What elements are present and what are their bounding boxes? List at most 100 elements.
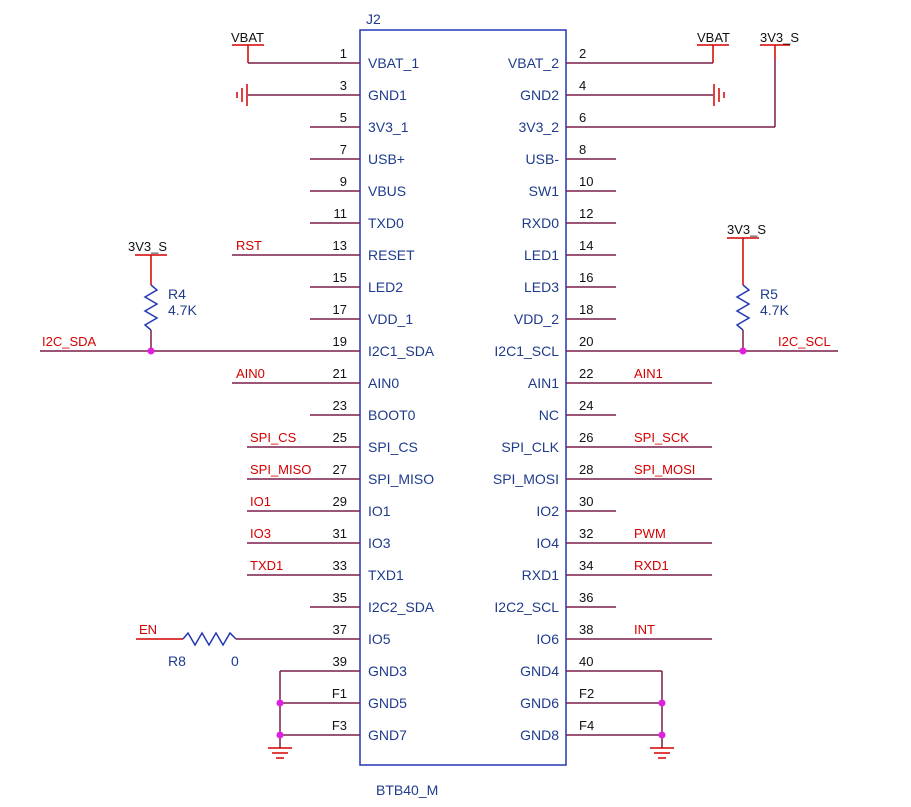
pin-number-left: 5 <box>340 110 347 125</box>
pin-name-left: GND7 <box>368 727 407 743</box>
io1-net-label: IO1 <box>250 494 271 509</box>
pin-number-right: 10 <box>579 174 593 189</box>
pin-number-left: 7 <box>340 142 347 157</box>
spi-sck-net-label: SPI_SCK <box>634 430 689 445</box>
pin-number-right: 22 <box>579 366 593 381</box>
pin-number-left: 27 <box>333 462 347 477</box>
vbat-right-symbol <box>616 44 729 64</box>
ain0-net-label: AIN0 <box>236 366 265 381</box>
ground-tie-right <box>616 670 663 748</box>
pin-name-right: RXD1 <box>522 567 560 583</box>
pin-name-right: SPI_CLK <box>501 439 559 455</box>
pin-number-right: 40 <box>579 654 593 669</box>
pin-name-left: USB+ <box>368 151 405 167</box>
r4-3v3s-label: 3V3_S <box>128 239 167 254</box>
pin-number-left: 1 <box>340 46 347 61</box>
pin-number-left: 29 <box>333 494 347 509</box>
ground-tie-right-junction-1 <box>658 699 666 707</box>
pin-number-right: 26 <box>579 430 593 445</box>
io3-net-label: IO3 <box>250 526 271 541</box>
pin-number-left: 25 <box>333 430 347 445</box>
pin-name-right: GND4 <box>520 663 559 679</box>
pin-name-right: VDD_2 <box>514 311 559 327</box>
pin-name-right: LED1 <box>524 247 559 263</box>
pin-number-right: 12 <box>579 206 593 221</box>
pin-number-right: 6 <box>579 110 586 125</box>
pin-name-left: GND1 <box>368 87 407 103</box>
ain1-net-label: AIN1 <box>634 366 663 381</box>
r4-pullup <box>135 254 167 351</box>
i2c-sda-net-label: I2C_SDA <box>42 334 97 349</box>
i2c-sda-junction <box>147 347 155 355</box>
pin-name-left: IO5 <box>368 631 391 647</box>
r5-3v3s-label: 3V3_S <box>727 222 766 237</box>
en-net-label: EN <box>139 622 157 637</box>
r5-resistor-icon <box>735 284 751 331</box>
rst-net-label: RST <box>236 238 262 253</box>
connector-designator: J2 <box>366 11 381 27</box>
i2c-scl-net-label: I2C_SCL <box>778 334 831 349</box>
pin-number-left: 13 <box>333 238 347 253</box>
pwm-net-label: PWM <box>634 526 666 541</box>
pin-number-left: 9 <box>340 174 347 189</box>
vbat-left-label: VBAT <box>231 30 264 45</box>
r5-value: 4.7K <box>760 302 789 318</box>
i2c-scl-junction <box>739 347 747 355</box>
pin-name-left: GND5 <box>368 695 407 711</box>
pin-name-right: NC <box>539 407 559 423</box>
connector-part: BTB40_M <box>376 782 438 798</box>
pin-number-right: 28 <box>579 462 593 477</box>
r8-series <box>136 631 310 647</box>
pin-name-right: IO2 <box>536 503 559 519</box>
pin-number-left: F3 <box>332 718 347 733</box>
pin-name-left: BOOT0 <box>368 407 416 423</box>
pin-name-left: TXD0 <box>368 215 404 231</box>
pin-number-right: 34 <box>579 558 593 573</box>
spi-mosi-net-label: SPI_MOSI <box>634 462 695 477</box>
pin-number-left: 33 <box>333 558 347 573</box>
ground-right-icon <box>616 84 725 106</box>
r5-pullup <box>727 237 759 351</box>
r4-ref: R4 <box>168 286 186 302</box>
spi-cs-net-label: SPI_CS <box>250 430 297 445</box>
pin-number-left: 31 <box>333 526 347 541</box>
r4-value: 4.7K <box>168 302 197 318</box>
v3s-right-symbol <box>616 44 790 128</box>
pin-name-left: RESET <box>368 247 415 263</box>
pin-number-right: 30 <box>579 494 593 509</box>
pin-number-left: F1 <box>332 686 347 701</box>
ground-bottom-left-icon <box>268 747 292 759</box>
pin-number-right: F2 <box>579 686 594 701</box>
v3s-right-label: 3V3_S <box>760 30 799 45</box>
vbat-right-label: VBAT <box>697 30 730 45</box>
connector-body <box>359 29 567 766</box>
pin-number-right: 16 <box>579 270 593 285</box>
pin-number-left: 3 <box>340 78 347 93</box>
right-signal-wires <box>616 382 712 640</box>
pin-name-right: SPI_MOSI <box>493 471 559 487</box>
pin-number-right: 20 <box>579 334 593 349</box>
pin-number-right: 18 <box>579 302 593 317</box>
pin-name-right: VBAT_2 <box>508 55 559 71</box>
pin-number-left: 39 <box>333 654 347 669</box>
pin-name-left: SPI_CS <box>368 439 418 455</box>
pin-number-left: 23 <box>333 398 347 413</box>
pin-name-right: USB- <box>526 151 560 167</box>
pin-name-left: SPI_MISO <box>368 471 434 487</box>
ground-tie-right-junction-2 <box>658 731 666 739</box>
spi-miso-net-label: SPI_MISO <box>250 462 311 477</box>
pin-name-left: 3V3_1 <box>368 119 409 135</box>
pin-number-left: 21 <box>333 366 347 381</box>
pin-number-left: 35 <box>333 590 347 605</box>
pin-number-right: F4 <box>579 718 594 733</box>
pin-name-left: IO1 <box>368 503 391 519</box>
r4-resistor-icon <box>143 284 159 331</box>
pin-name-right: IO4 <box>536 535 559 551</box>
pin-number-left: 37 <box>333 622 347 637</box>
left-signal-wires <box>232 382 310 576</box>
pin-number-right: 8 <box>579 142 586 157</box>
pin-name-left: VBUS <box>368 183 406 199</box>
pin-name-right: GND8 <box>520 727 559 743</box>
pin-number-left: 11 <box>334 206 348 221</box>
